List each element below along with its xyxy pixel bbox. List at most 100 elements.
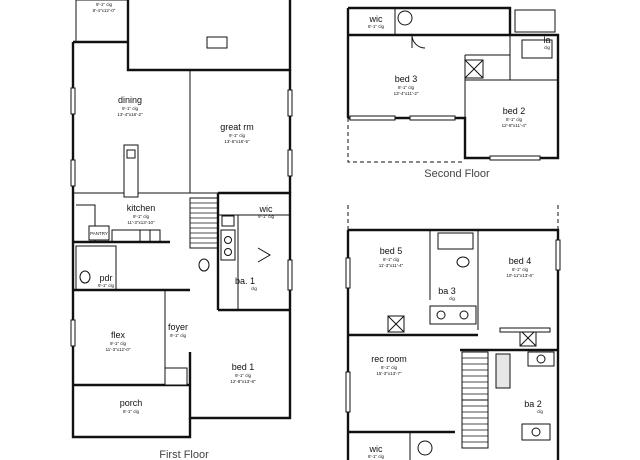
great-room-label: great rm xyxy=(220,122,254,132)
bed5-dimensions: 11'-3"x11'-4" xyxy=(379,263,404,268)
wic-2b-label: wic xyxy=(369,444,383,454)
top-left-ceiling: 9'-1" clg xyxy=(96,2,112,7)
bed4-label: bed 4 xyxy=(509,256,532,266)
ba1-label: ba. 1 xyxy=(235,276,255,286)
flex-label: flex xyxy=(111,330,126,340)
rec-room-dimensions: 15'-3"x13'-7" xyxy=(376,371,402,376)
window xyxy=(70,159,76,187)
linen xyxy=(221,215,235,227)
window xyxy=(287,89,293,117)
pantry-label: PANTRY xyxy=(90,231,108,236)
pdr-label: pdr xyxy=(99,273,112,283)
garage-outline xyxy=(126,0,292,72)
sink xyxy=(436,310,446,320)
bed4-dimensions: 10'-11"x13'-6" xyxy=(506,273,534,278)
bed3-label: bed 3 xyxy=(395,74,418,84)
first-floor: PANTRY xyxy=(70,0,293,439)
front-door xyxy=(164,367,188,386)
top-left-dimensions: 8'-4"x12'-0" xyxy=(93,8,116,13)
window xyxy=(345,257,351,289)
sink xyxy=(126,149,136,159)
wall xyxy=(348,228,560,460)
toilet-icon xyxy=(456,256,470,268)
kitchen-label: kitchen xyxy=(127,203,156,213)
bed2-label: bed 2 xyxy=(503,106,526,116)
bed3-ceiling: 8'-1" clg xyxy=(398,85,414,90)
toilet-icon xyxy=(417,440,433,456)
foyer-ceiling: 9'-1" clg xyxy=(170,333,186,338)
rec-room-label: rec room xyxy=(371,354,407,364)
sink xyxy=(224,248,232,256)
window xyxy=(499,327,551,333)
kitchen-ceiling: 9'-1" clg xyxy=(133,214,149,219)
window xyxy=(287,259,293,291)
sink xyxy=(459,310,469,320)
porch-label: porch xyxy=(120,398,143,408)
porch-ceiling: 8'-1" clg xyxy=(123,409,139,414)
window xyxy=(287,149,293,177)
first-floor-left-wall xyxy=(71,42,192,439)
la-ceiling: clg xyxy=(544,45,550,50)
kitchen-dimensions: 11'-3"x13'-10" xyxy=(127,220,155,225)
window xyxy=(349,115,396,121)
window xyxy=(409,115,456,121)
dining-ceiling: 9'-1" clg xyxy=(122,106,138,111)
first-floor-caption: First Floor xyxy=(159,449,209,460)
wic-2a-ceiling: 8'-1" clg xyxy=(368,24,384,29)
bed5-ceiling: 8'-1" clg xyxy=(383,257,399,262)
bed2-ceiling: 8'-1" clg xyxy=(506,117,522,122)
bed4-ceiling: 8'-1" clg xyxy=(512,267,528,272)
first-wic-label: wic xyxy=(259,204,273,214)
toilet-icon xyxy=(79,270,91,284)
toilet-icon xyxy=(397,10,413,26)
tub xyxy=(495,353,511,389)
first-wic-ceiling: 9'-1" clg xyxy=(258,214,274,219)
bed2-dimensions: 12'-8"x11'-4" xyxy=(502,123,527,128)
la-label: la xyxy=(543,35,550,45)
toilet-icon xyxy=(198,258,210,272)
pantry-box xyxy=(88,225,110,241)
tub xyxy=(514,9,556,33)
ba3-label: ba 3 xyxy=(438,286,456,296)
bed5-label: bed 5 xyxy=(380,246,403,256)
dining-label: dining xyxy=(118,95,142,105)
pdr-ceiling: 9'-1" clg xyxy=(98,283,114,288)
tub xyxy=(437,232,474,250)
window xyxy=(345,371,351,413)
ba2-label: ba 2 xyxy=(524,399,542,409)
wic-2b-ceiling: 8'-1" clg xyxy=(368,454,384,459)
door-swing xyxy=(411,34,426,49)
garage-vent xyxy=(206,36,228,49)
bed1-label: bed 1 xyxy=(232,362,255,372)
door-swing xyxy=(257,247,271,263)
roof-line xyxy=(347,118,465,163)
window xyxy=(555,239,561,271)
sink xyxy=(531,427,541,437)
second-floor xyxy=(346,6,560,163)
dining-dimensions: 13'-4"x16'-2" xyxy=(117,112,143,117)
rec-room-ceiling: 8'-1" clg xyxy=(381,365,397,370)
flex-dimensions: 11'-3"x12'-0" xyxy=(106,347,131,352)
great-room-dimensions: 13'-5"x16'-5" xyxy=(224,139,250,144)
foyer-label: foyer xyxy=(168,322,188,332)
bed3-dimensions: 13'-4"x11'-2" xyxy=(394,91,419,96)
bed1-ceiling: 9'-1" clg xyxy=(235,373,251,378)
ba2-ceiling: clg xyxy=(537,409,543,414)
bed1-dimensions: 12'-8"x13'-8" xyxy=(230,379,256,384)
range xyxy=(139,229,151,243)
second-floor-caption: Second Floor xyxy=(424,168,490,180)
washer-dryer xyxy=(521,39,553,59)
ba1-ceiling: clg xyxy=(251,286,257,291)
wic-2a-label: wic xyxy=(369,14,383,24)
window xyxy=(70,87,76,115)
kitchen-counter xyxy=(111,229,161,243)
vanity xyxy=(429,305,477,325)
ba3-ceiling: clg xyxy=(449,296,455,301)
window xyxy=(489,155,541,161)
bedroom-wing-wall xyxy=(188,191,292,420)
flex-ceiling: 9'-1" clg xyxy=(110,341,126,346)
great-room-ceiling: 9'-1" clg xyxy=(229,133,245,138)
sink xyxy=(224,236,232,244)
first-floor-stairs xyxy=(189,197,219,249)
